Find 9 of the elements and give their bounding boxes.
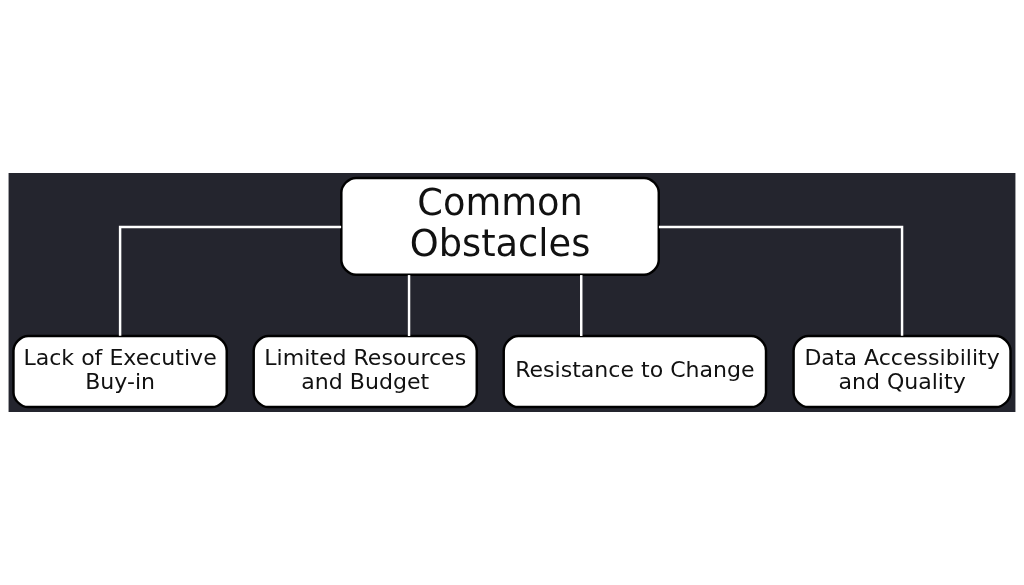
connector — [407, 275, 411, 336]
connector — [580, 275, 583, 336]
node-box: Resistance to Change — [502, 334, 768, 409]
node-box: Lack of Executive Buy-in — [12, 334, 228, 409]
node-box: Limited Resources and Budget — [252, 334, 478, 409]
connector — [658, 225, 904, 336]
node-box: Common Obstacles — [340, 176, 660, 276]
connector — [118, 225, 342, 336]
node-box: Data Accessibility and Quality — [792, 334, 1012, 409]
